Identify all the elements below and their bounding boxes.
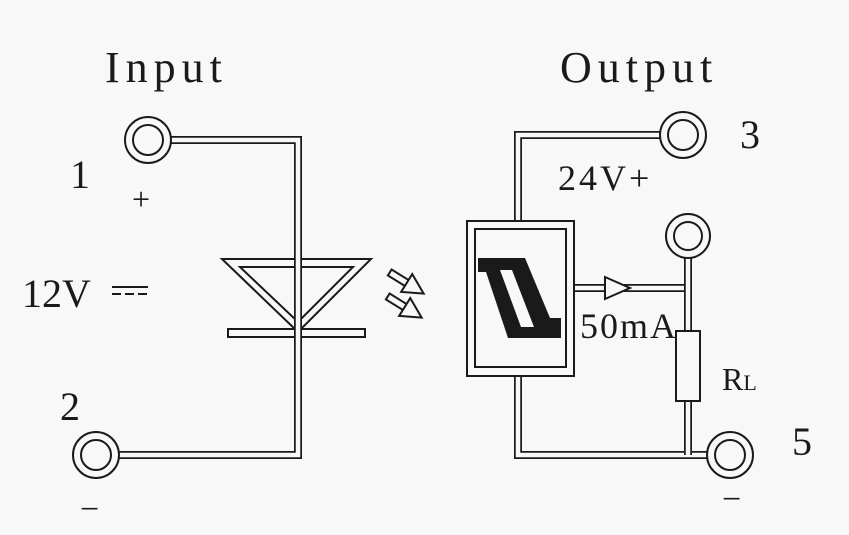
dc-symbol-icon xyxy=(112,286,148,295)
terminal-5[interactable] xyxy=(706,431,754,479)
terminal-2-label: 2 xyxy=(60,384,80,429)
output-title: Output xyxy=(560,43,718,92)
current-label: 50mA xyxy=(580,306,678,346)
output-minus-label: − xyxy=(722,481,741,518)
load-resistor xyxy=(675,330,701,402)
terminal-1[interactable] xyxy=(124,116,172,164)
input-minus-label: − xyxy=(80,491,99,528)
terminal-5-label: 5 xyxy=(792,419,812,464)
terminal-4[interactable] xyxy=(665,213,711,259)
terminal-3-label: 3 xyxy=(740,112,760,157)
led-diode-symbol xyxy=(219,255,374,340)
ssr-output-module xyxy=(466,220,575,377)
input-voltage-label: 12V xyxy=(22,271,91,316)
terminal-1-label: 1 xyxy=(70,152,90,197)
output-voltage-label: 24V+ xyxy=(558,158,652,198)
light-emission-arrows-icon xyxy=(384,268,426,319)
current-direction-arrow-icon xyxy=(604,275,633,301)
terminal-3[interactable] xyxy=(659,111,707,159)
terminal-2[interactable] xyxy=(72,431,120,479)
input-title: Input xyxy=(105,43,228,92)
resistor-label: RL xyxy=(722,361,757,397)
input-plus-label: + xyxy=(132,181,150,217)
